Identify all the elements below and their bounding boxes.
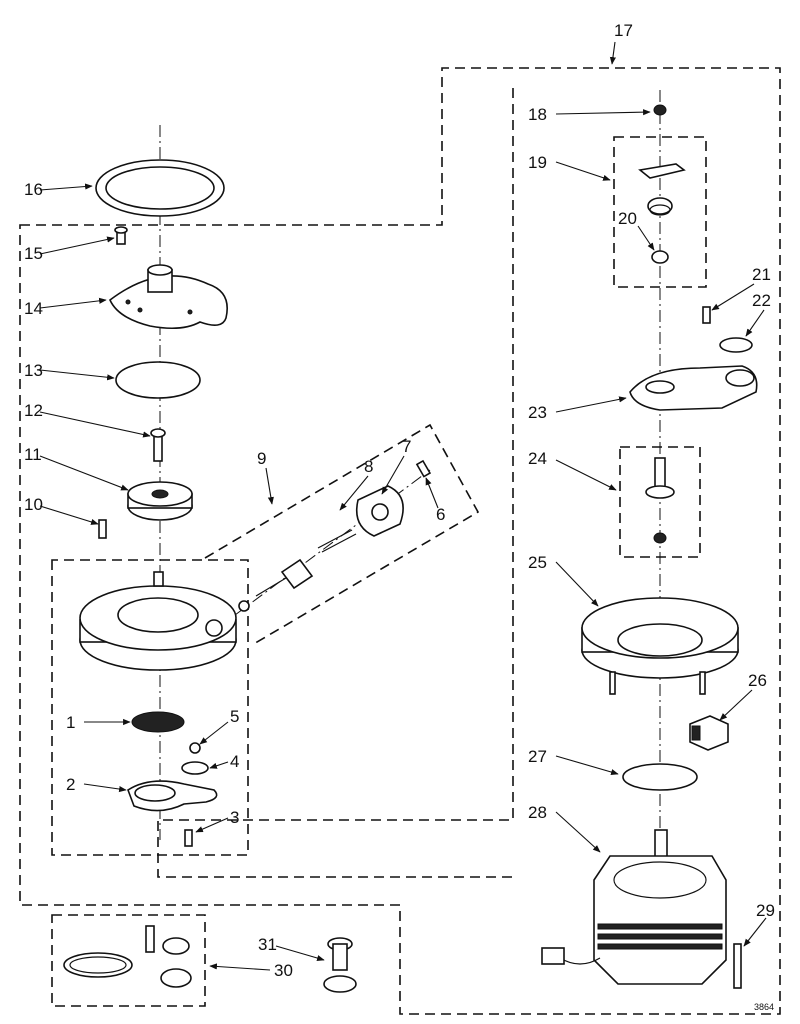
callout-4: 4 bbox=[230, 752, 239, 771]
part-10-pin[interactable] bbox=[98, 519, 107, 539]
part-27-slinger-disc[interactable] bbox=[622, 763, 698, 791]
pump-side-axis bbox=[234, 469, 431, 616]
group-17-boundary bbox=[19, 67, 781, 1015]
part-29-bolt[interactable] bbox=[733, 943, 742, 989]
group-19-boundary bbox=[613, 136, 707, 288]
callout-17: 17 bbox=[614, 21, 633, 40]
callout-25: 25 bbox=[528, 553, 547, 572]
part-22-seal[interactable] bbox=[719, 337, 753, 353]
callout-21: 21 bbox=[752, 265, 771, 284]
leader-lines bbox=[39, 41, 767, 971]
drawing-reference-code: 3864 bbox=[754, 1002, 774, 1012]
part-3-screw[interactable] bbox=[184, 829, 193, 847]
pump-housing bbox=[79, 571, 237, 671]
callout-18: 18 bbox=[528, 105, 547, 124]
part-15-screw[interactable] bbox=[114, 226, 128, 245]
part-4-o-ring[interactable] bbox=[181, 761, 209, 775]
callout-11: 11 bbox=[24, 445, 42, 464]
part-30-seal-kit[interactable] bbox=[63, 925, 192, 988]
callout-6: 6 bbox=[436, 505, 445, 524]
part-8-spring-plunger[interactable] bbox=[255, 529, 357, 597]
callout-5: 5 bbox=[230, 707, 239, 726]
part-9-ball[interactable] bbox=[238, 600, 250, 612]
part-20-bearing[interactable] bbox=[651, 250, 669, 264]
group-24-boundary bbox=[619, 446, 701, 558]
callout-7: 7 bbox=[402, 437, 411, 456]
callout-1: 1 bbox=[66, 713, 75, 732]
part-31-fitting[interactable] bbox=[323, 937, 357, 993]
part-5-ball[interactable] bbox=[189, 742, 201, 754]
part-28-motor[interactable] bbox=[541, 829, 727, 985]
callout-labels: 1 2 3 4 5 6 7 8 9 10 11 12 13 14 15 16 1… bbox=[24, 21, 775, 1012]
callout-15: 15 bbox=[24, 244, 43, 263]
callout-16: 16 bbox=[24, 180, 43, 199]
part-24-gear-shaft[interactable] bbox=[645, 457, 675, 544]
callout-20: 20 bbox=[618, 209, 637, 228]
callout-28: 28 bbox=[528, 803, 547, 822]
callout-12: 12 bbox=[24, 401, 43, 420]
callout-22: 22 bbox=[752, 291, 771, 310]
callout-3: 3 bbox=[230, 808, 239, 827]
callout-24: 24 bbox=[528, 449, 547, 468]
callout-29: 29 bbox=[756, 901, 775, 920]
callout-23: 23 bbox=[528, 403, 547, 422]
callout-30: 30 bbox=[274, 961, 293, 980]
group-9-boundary bbox=[204, 423, 480, 646]
part-2-valve-seat[interactable] bbox=[127, 780, 218, 812]
part-11-impeller[interactable] bbox=[127, 481, 193, 521]
part-23-mounting-plate[interactable] bbox=[629, 365, 758, 411]
part-13-gasket[interactable] bbox=[115, 361, 201, 399]
part-21-screw[interactable] bbox=[702, 306, 711, 324]
part-7-valve-cover[interactable] bbox=[355, 485, 404, 537]
callout-26: 26 bbox=[748, 671, 767, 690]
callout-27: 27 bbox=[528, 747, 547, 766]
part-19-switch-assembly[interactable] bbox=[638, 163, 686, 216]
part-26-connector[interactable] bbox=[689, 715, 729, 751]
part-14-cover-plate[interactable] bbox=[109, 264, 228, 330]
callout-9: 9 bbox=[257, 449, 266, 468]
group-pump-base-boundary bbox=[51, 559, 249, 856]
part-6-screw[interactable] bbox=[415, 459, 432, 478]
group-inner-motor-boundary bbox=[157, 88, 514, 878]
part-1-filter-disc[interactable] bbox=[131, 711, 185, 733]
part-25-motor-mount[interactable] bbox=[581, 597, 739, 695]
callout-19: 19 bbox=[528, 153, 547, 172]
callout-31: 31 bbox=[258, 935, 277, 954]
callout-10: 10 bbox=[24, 495, 43, 514]
part-16-ring-seal[interactable] bbox=[95, 159, 225, 217]
part-12-bolt[interactable] bbox=[150, 428, 166, 462]
part-18-washer[interactable] bbox=[653, 104, 667, 116]
callout-8: 8 bbox=[364, 457, 373, 476]
callout-2: 2 bbox=[66, 775, 75, 794]
group-30-boundary bbox=[51, 914, 206, 1007]
callout-13: 13 bbox=[24, 361, 43, 380]
callout-14: 14 bbox=[24, 299, 43, 318]
